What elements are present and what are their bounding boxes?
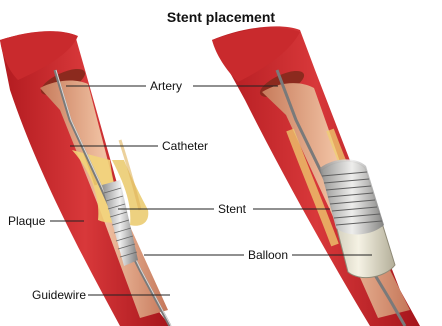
left-artery (0, 31, 171, 326)
right-artery (212, 26, 420, 326)
label-stent: Stent (216, 202, 248, 216)
diagram-title: Stent placement (0, 9, 442, 25)
label-balloon: Balloon (246, 248, 290, 262)
label-plaque: Plaque (6, 214, 47, 228)
label-artery: Artery (148, 79, 184, 93)
label-guidewire: Guidewire (30, 288, 88, 302)
label-catheter: Catheter (160, 139, 210, 153)
